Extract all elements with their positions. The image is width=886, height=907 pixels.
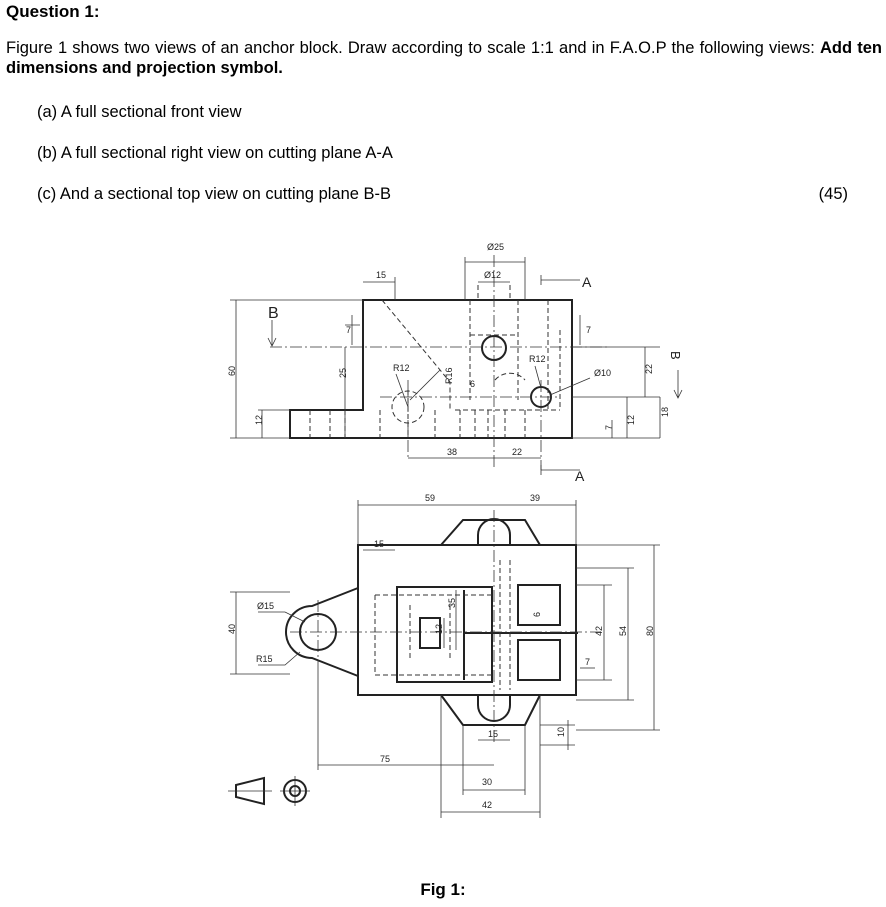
marks: (45) [818, 185, 848, 203]
dim-12-left: 12 [254, 415, 264, 425]
question-heading: Question 1: [6, 2, 100, 21]
dim-38: 38 [447, 447, 457, 457]
dim-r15: R15 [256, 654, 273, 664]
question-intro: Figure 1 shows two views of an anchor bl… [6, 38, 882, 78]
cutting-plane-a-top: A [582, 274, 592, 290]
dim-12-right: 12 [626, 415, 636, 425]
dim-dia15: Ø15 [257, 601, 274, 611]
dim-7: 7 [585, 657, 590, 667]
projection-symbol-icon [228, 776, 310, 806]
dim-dia25: Ø25 [487, 242, 504, 252]
figure-caption: Fig 1: [420, 880, 466, 899]
top-view-body [357, 544, 577, 696]
cutting-plane-a-bottom: A [575, 468, 585, 484]
front-view: A A B B Ø25 Ø12 15 7 7 R12 R16 R12 Ø10 6… [227, 242, 683, 484]
dim-r12-left: R12 [393, 363, 410, 373]
dim-r16: R16 [444, 367, 454, 384]
dim-54: 54 [618, 626, 628, 636]
dim-12-inner: 12 [434, 624, 444, 634]
dim-75: 75 [380, 754, 390, 764]
top-view: 59 39 15 Ø15 R15 40 35 12 6 7 42 54 80 1… [227, 493, 660, 818]
dim-15-top: 15 [374, 539, 384, 549]
intro-text: Figure 1 shows two views of an anchor bl… [6, 39, 820, 57]
dim-r12-right: R12 [529, 354, 546, 364]
dim-25: 25 [338, 368, 348, 378]
dim-59: 59 [425, 493, 435, 503]
dim-15: 15 [376, 270, 386, 280]
dim-7-right: 7 [586, 325, 591, 335]
dim-dia12: Ø12 [484, 270, 501, 280]
part-a: (a) A full sectional front view [37, 103, 242, 121]
part-b: (b) A full sectional right view on cutti… [37, 144, 393, 162]
intro-bold-instruction: Add ten dimensions and projection symbol… [6, 39, 882, 77]
dim-42-right: 42 [594, 626, 604, 636]
dim-dia10: Ø10 [594, 368, 611, 378]
dim-6: 6 [532, 612, 542, 617]
dim-40: 40 [227, 624, 237, 634]
front-view-outline [289, 299, 573, 439]
dim-7-left: 7 [346, 325, 351, 335]
dim-39: 39 [530, 493, 540, 503]
dim-22-right: 22 [644, 364, 654, 374]
cutting-plane-b-right: B [668, 351, 683, 360]
dim-18: 18 [660, 407, 670, 417]
dim-30: 30 [482, 777, 492, 787]
dim-35: 35 [447, 598, 457, 608]
dim-7-bottom: 7 [604, 425, 614, 430]
dim-42-bottom: 42 [482, 800, 492, 810]
dim-22-bottom: 22 [512, 447, 522, 457]
dim-60: 60 [227, 366, 237, 376]
dim-10: 10 [556, 727, 566, 737]
dim-15-bottom: 15 [488, 729, 498, 739]
dim-6: 6 [470, 379, 475, 389]
dim-80: 80 [645, 626, 655, 636]
top-view-lug-left [285, 587, 359, 677]
part-c: (c) And a sectional top view on cutting … [37, 185, 392, 203]
cutting-plane-b-left: B [268, 305, 279, 322]
